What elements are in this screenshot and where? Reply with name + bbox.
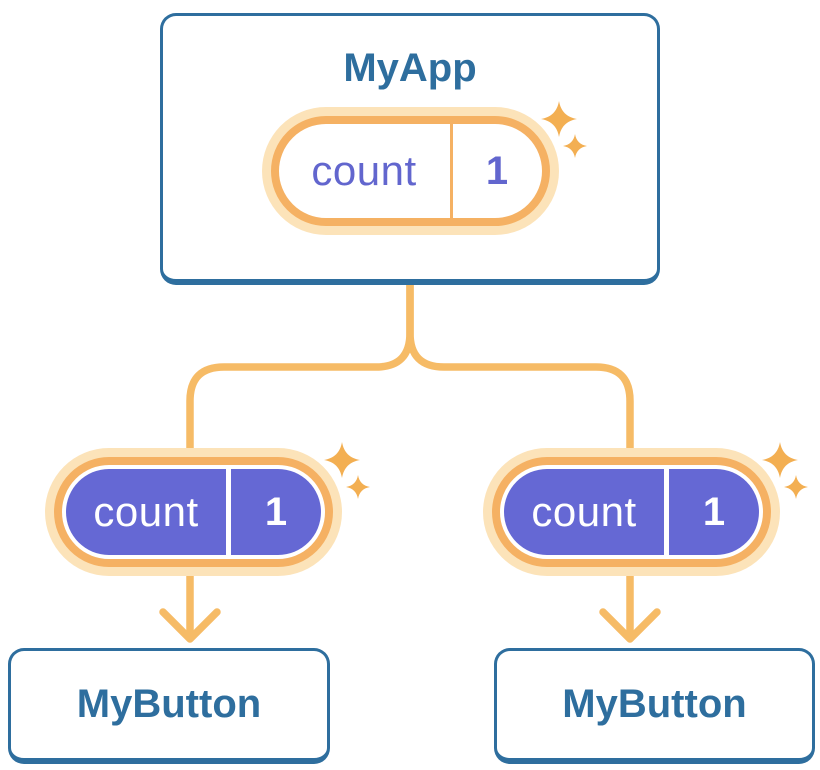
component-label: MyButton <box>562 682 747 726</box>
prop-value: 1 <box>264 489 288 534</box>
pill-divider <box>226 469 231 555</box>
state-value: 1 <box>485 148 509 193</box>
component-node-root: MyApp count 1 <box>160 13 660 285</box>
pill-divider <box>449 124 453 218</box>
state-key: count <box>311 147 417 194</box>
prop-key: count <box>93 488 199 535</box>
component-node-child-right: MyButton <box>494 648 815 764</box>
arrow-down-icon <box>599 608 661 643</box>
sparkle-icon <box>324 442 360 478</box>
component-label: MyApp <box>343 46 477 90</box>
arrow-down-icon <box>159 608 221 643</box>
state-pill: count 1 <box>261 101 587 235</box>
component-node-child-left: MyButton <box>8 648 330 764</box>
prop-key: count <box>531 488 637 535</box>
prop-value: 1 <box>702 489 726 534</box>
state-pill-ring: count 1 <box>270 116 550 226</box>
sparkle-icon <box>346 475 370 499</box>
prop-pill-right: count 1 <box>483 442 808 576</box>
prop-pill-ring: count 1 <box>492 457 771 567</box>
sparkle-icon <box>540 101 577 137</box>
sparkle-icon <box>762 442 798 478</box>
sparkle-icon <box>784 475 808 499</box>
sparkle-icon <box>562 134 587 158</box>
connector-right-branch <box>406 281 634 640</box>
prop-pill-ring: count 1 <box>54 457 333 567</box>
component-label: MyButton <box>76 682 262 726</box>
pill-divider <box>664 469 669 555</box>
prop-pill-left: count 1 <box>45 442 370 576</box>
